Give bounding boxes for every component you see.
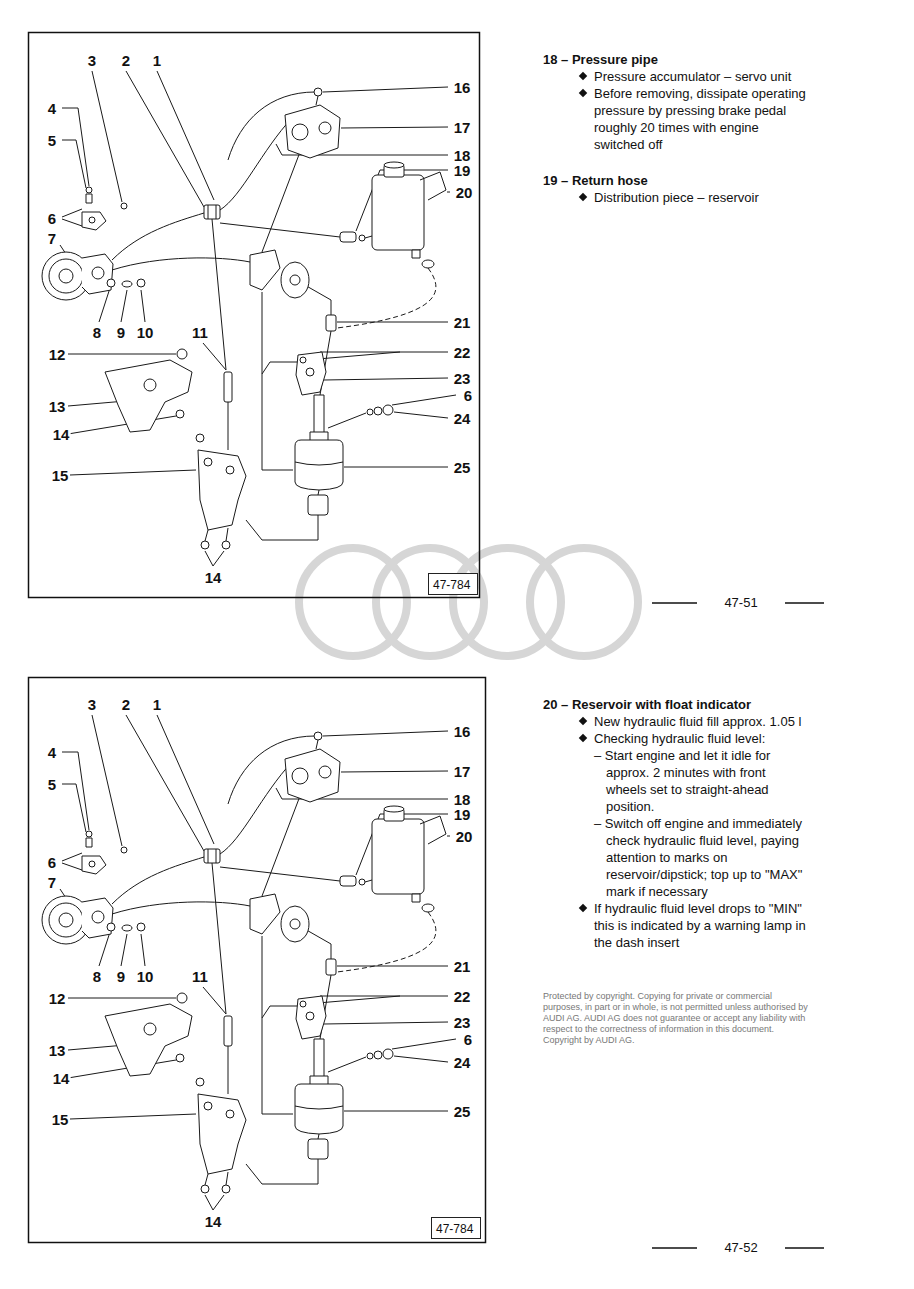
figure-number: 47-784 bbox=[436, 1222, 473, 1236]
illustration-line bbox=[530, 548, 638, 656]
callout-number: 2 bbox=[121, 697, 131, 712]
page-number: 47-51 bbox=[722, 596, 759, 609]
callout-number: 16 bbox=[453, 80, 472, 95]
callout-number: 3 bbox=[87, 53, 97, 68]
item-heading: 19 – Return hose bbox=[543, 172, 809, 189]
callout-number: 25 bbox=[453, 1104, 472, 1119]
bullet-text: Distribution piece – reservoir bbox=[594, 189, 809, 206]
callout-number: 11 bbox=[191, 325, 209, 340]
callout-number: 24 bbox=[453, 411, 472, 426]
callout-number: 3 bbox=[87, 697, 97, 712]
callout-number: 13 bbox=[48, 1043, 67, 1058]
callout-number: 16 bbox=[453, 724, 472, 739]
callout-number: 6 bbox=[47, 855, 57, 870]
callout-number: 7 bbox=[47, 231, 57, 246]
callout-number: 9 bbox=[116, 325, 126, 340]
callout-number: 10 bbox=[136, 969, 155, 984]
bullet-text: If hydraulic fluid level drops to "MIN" … bbox=[594, 900, 809, 951]
illustration-line bbox=[652, 602, 697, 604]
callout-number: 14 bbox=[52, 1071, 71, 1086]
callout-number: 6 bbox=[463, 1032, 473, 1047]
figure-number-box: 47-784 bbox=[428, 573, 478, 595]
callout-number: 15 bbox=[51, 468, 70, 483]
callout-number: 23 bbox=[453, 371, 472, 386]
page-number: 47-52 bbox=[722, 1241, 759, 1254]
bullet-text: Pressure accumulator – servo unit bbox=[594, 68, 809, 85]
bullet-text: Before removing, dissipate operating pre… bbox=[594, 85, 809, 153]
step-text: – Switch off engine and immediately chec… bbox=[594, 815, 809, 900]
copyright-note: Protected by copyright. Copying for priv… bbox=[543, 991, 809, 1046]
callout-number: 23 bbox=[453, 1015, 472, 1030]
callout-number: 14 bbox=[52, 427, 71, 442]
exploded-view bbox=[42, 71, 456, 566]
callout-number: 2 bbox=[121, 53, 131, 68]
callout-number: 17 bbox=[453, 120, 472, 135]
callout-number: 25 bbox=[453, 460, 472, 475]
item-heading: 18 – Pressure pipe bbox=[543, 51, 809, 68]
figure-number: 47-784 bbox=[433, 578, 470, 592]
callout-number: 22 bbox=[453, 345, 472, 360]
figure-frame bbox=[29, 33, 480, 598]
bullet-text: Checking hydraulic fluid level: bbox=[594, 730, 809, 747]
callout-number: 19 bbox=[453, 807, 472, 822]
callout-number: 9 bbox=[116, 969, 126, 984]
callout-number: 10 bbox=[136, 325, 155, 340]
callout-number: 20 bbox=[455, 829, 474, 844]
callout-number: 4 bbox=[47, 101, 57, 116]
callout-number: 21 bbox=[453, 959, 472, 974]
text-column: 20 – Reservoir with float indicatorNew h… bbox=[543, 696, 809, 1046]
callout-number: 22 bbox=[453, 989, 472, 1004]
callout-number: 1 bbox=[152, 53, 162, 68]
step-text: – Start engine and let it idle for appro… bbox=[594, 747, 809, 815]
callout-number: 8 bbox=[92, 969, 102, 984]
callout-number: 6 bbox=[463, 388, 473, 403]
callout-number: 11 bbox=[191, 969, 209, 984]
item-heading: 20 – Reservoir with float indicator bbox=[543, 696, 809, 713]
callout-number: 24 bbox=[453, 1055, 472, 1070]
figure-frame bbox=[29, 678, 486, 1243]
figure-number-box: 47-784 bbox=[431, 1217, 481, 1239]
illustration-line bbox=[652, 1247, 697, 1249]
callout-number: 1 bbox=[152, 697, 162, 712]
callout-number: 18 bbox=[453, 148, 472, 163]
callout-number: 20 bbox=[455, 185, 474, 200]
callout-number: 13 bbox=[48, 399, 67, 414]
illustration-line bbox=[785, 1247, 824, 1249]
callout-number: 12 bbox=[48, 991, 67, 1006]
callout-number: 15 bbox=[51, 1112, 70, 1127]
callout-number: 18 bbox=[453, 792, 472, 807]
callout-number: 6 bbox=[47, 211, 57, 226]
callout-number: 19 bbox=[453, 163, 472, 178]
callout-number: 12 bbox=[48, 347, 67, 362]
callout-number: 14 bbox=[204, 570, 223, 585]
callout-number: 17 bbox=[453, 764, 472, 779]
callout-number: 8 bbox=[92, 325, 102, 340]
callout-number: 14 bbox=[204, 1214, 223, 1229]
callout-number: 7 bbox=[47, 875, 57, 890]
bullet-text: New hydraulic fluid fill approx. 1.05 l bbox=[594, 713, 809, 730]
callout-number: 21 bbox=[453, 315, 472, 330]
exploded-view bbox=[42, 715, 456, 1210]
illustration-line bbox=[785, 602, 824, 604]
callout-number: 5 bbox=[47, 133, 57, 148]
text-column: 18 – Pressure pipePressure accumulator –… bbox=[543, 51, 809, 206]
callout-number: 5 bbox=[47, 777, 57, 792]
watermark-rings bbox=[299, 548, 638, 656]
callout-number: 4 bbox=[47, 745, 57, 760]
